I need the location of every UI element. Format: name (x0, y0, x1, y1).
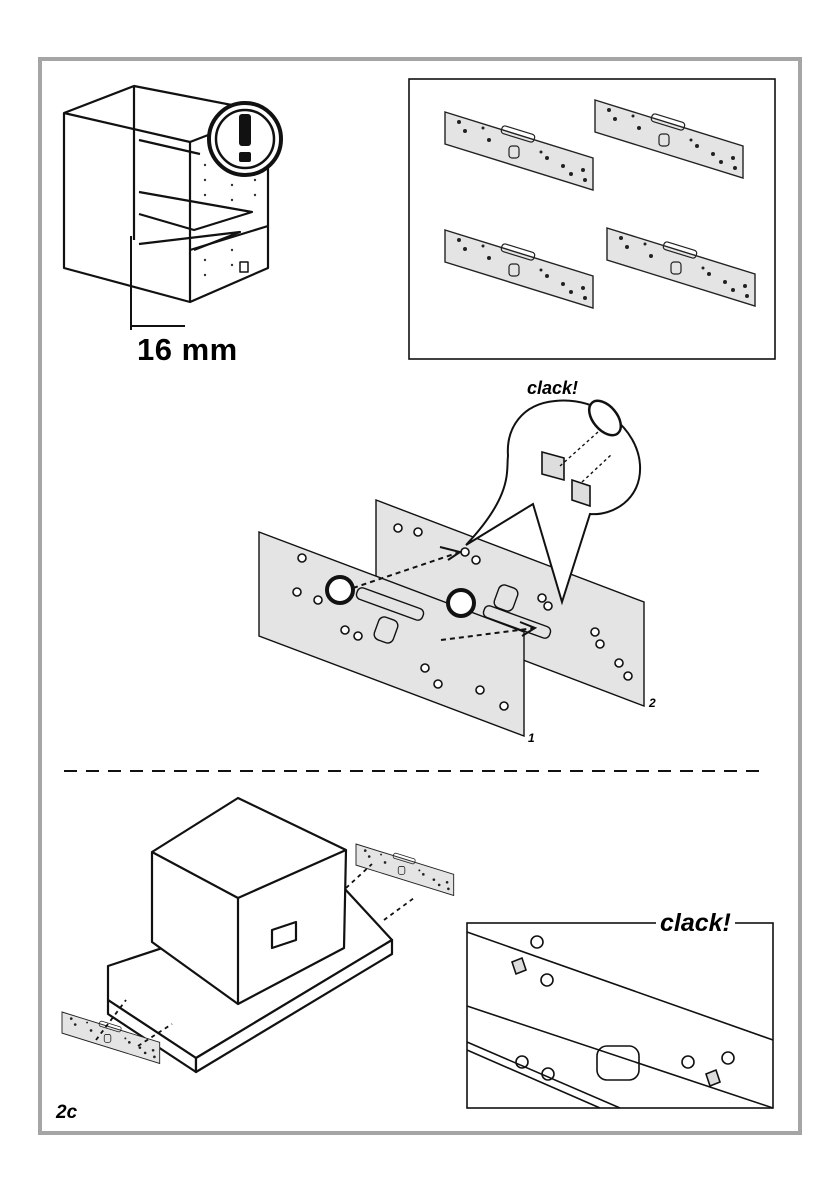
part-number-2: 2 (649, 696, 656, 710)
bracket-assembly-illustration (259, 500, 644, 736)
part-number-1: 1 (528, 731, 535, 745)
clack-label-top: clack! (527, 378, 578, 399)
clack-label-bottom: clack! (656, 909, 735, 938)
figure-label: 2c (56, 1102, 77, 1124)
exclamation-warning-icon (209, 103, 281, 175)
clack-detail-box (467, 923, 773, 1108)
cooker-hood-illustration (108, 798, 392, 1072)
dimension-label: 16 mm (137, 332, 238, 368)
